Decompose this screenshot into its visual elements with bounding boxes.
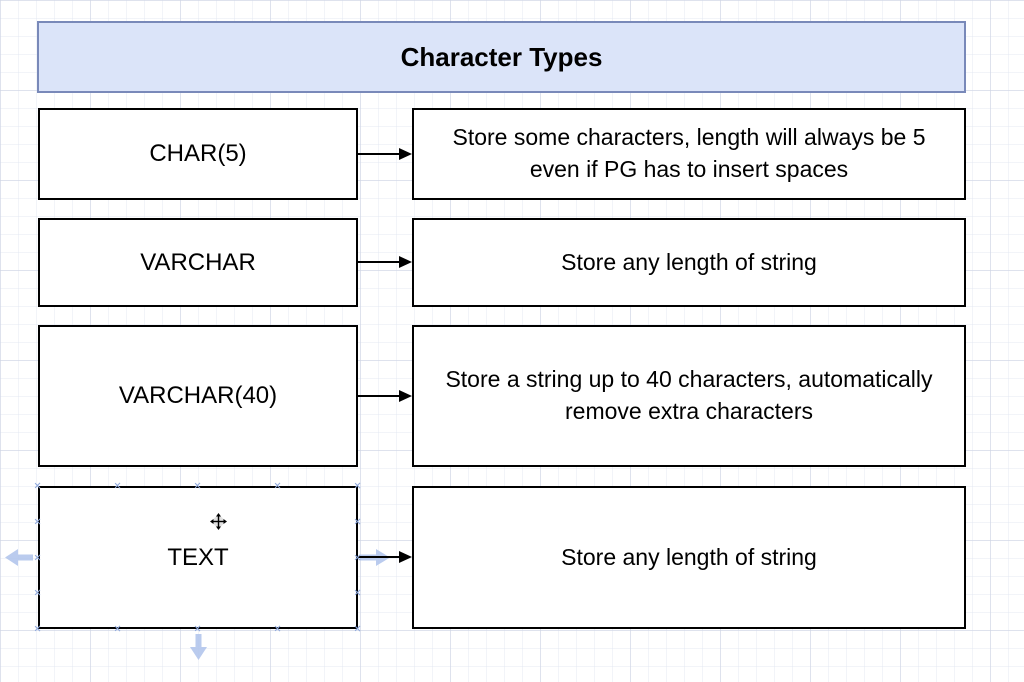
diagram-title: Character Types (400, 41, 603, 72)
shape-varchar[interactable]: VARCHAR (38, 218, 358, 307)
title-box[interactable]: Character Types (37, 21, 966, 93)
shape-label: Store any length of string (561, 543, 817, 570)
shape-label: TEXT (167, 543, 229, 571)
connector-arrow[interactable] (356, 548, 414, 566)
connector-arrow[interactable] (356, 145, 414, 163)
move-icon[interactable] (210, 513, 227, 530)
shape-label: Store some characters, length will alway… (452, 124, 926, 182)
shape-char5[interactable]: CHAR(5) (38, 108, 358, 200)
shape-label: Store any length of string (561, 248, 817, 275)
shape-text-description[interactable]: Store any length of string (412, 486, 966, 629)
shape-text[interactable]: TEXT (38, 486, 358, 629)
shape-char5-description[interactable]: Store some characters, length will alway… (412, 108, 966, 200)
shape-varchar-description[interactable]: Store any length of string (412, 218, 966, 307)
shape-label: VARCHAR(40) (118, 382, 278, 409)
shape-label: VARCHAR (140, 248, 256, 276)
arrow-left-icon[interactable] (5, 549, 33, 566)
shape-varchar40-description[interactable]: Store a string up to 40 characters, auto… (412, 325, 966, 467)
connector-arrow[interactable] (356, 387, 414, 405)
shape-varchar40[interactable]: VARCHAR(40) (38, 325, 358, 467)
shape-label: Store a string up to 40 characters, auto… (445, 366, 933, 424)
shape-label: CHAR(5) (149, 140, 247, 167)
arrow-down-icon[interactable] (190, 634, 207, 660)
connector-arrow[interactable] (356, 253, 414, 271)
